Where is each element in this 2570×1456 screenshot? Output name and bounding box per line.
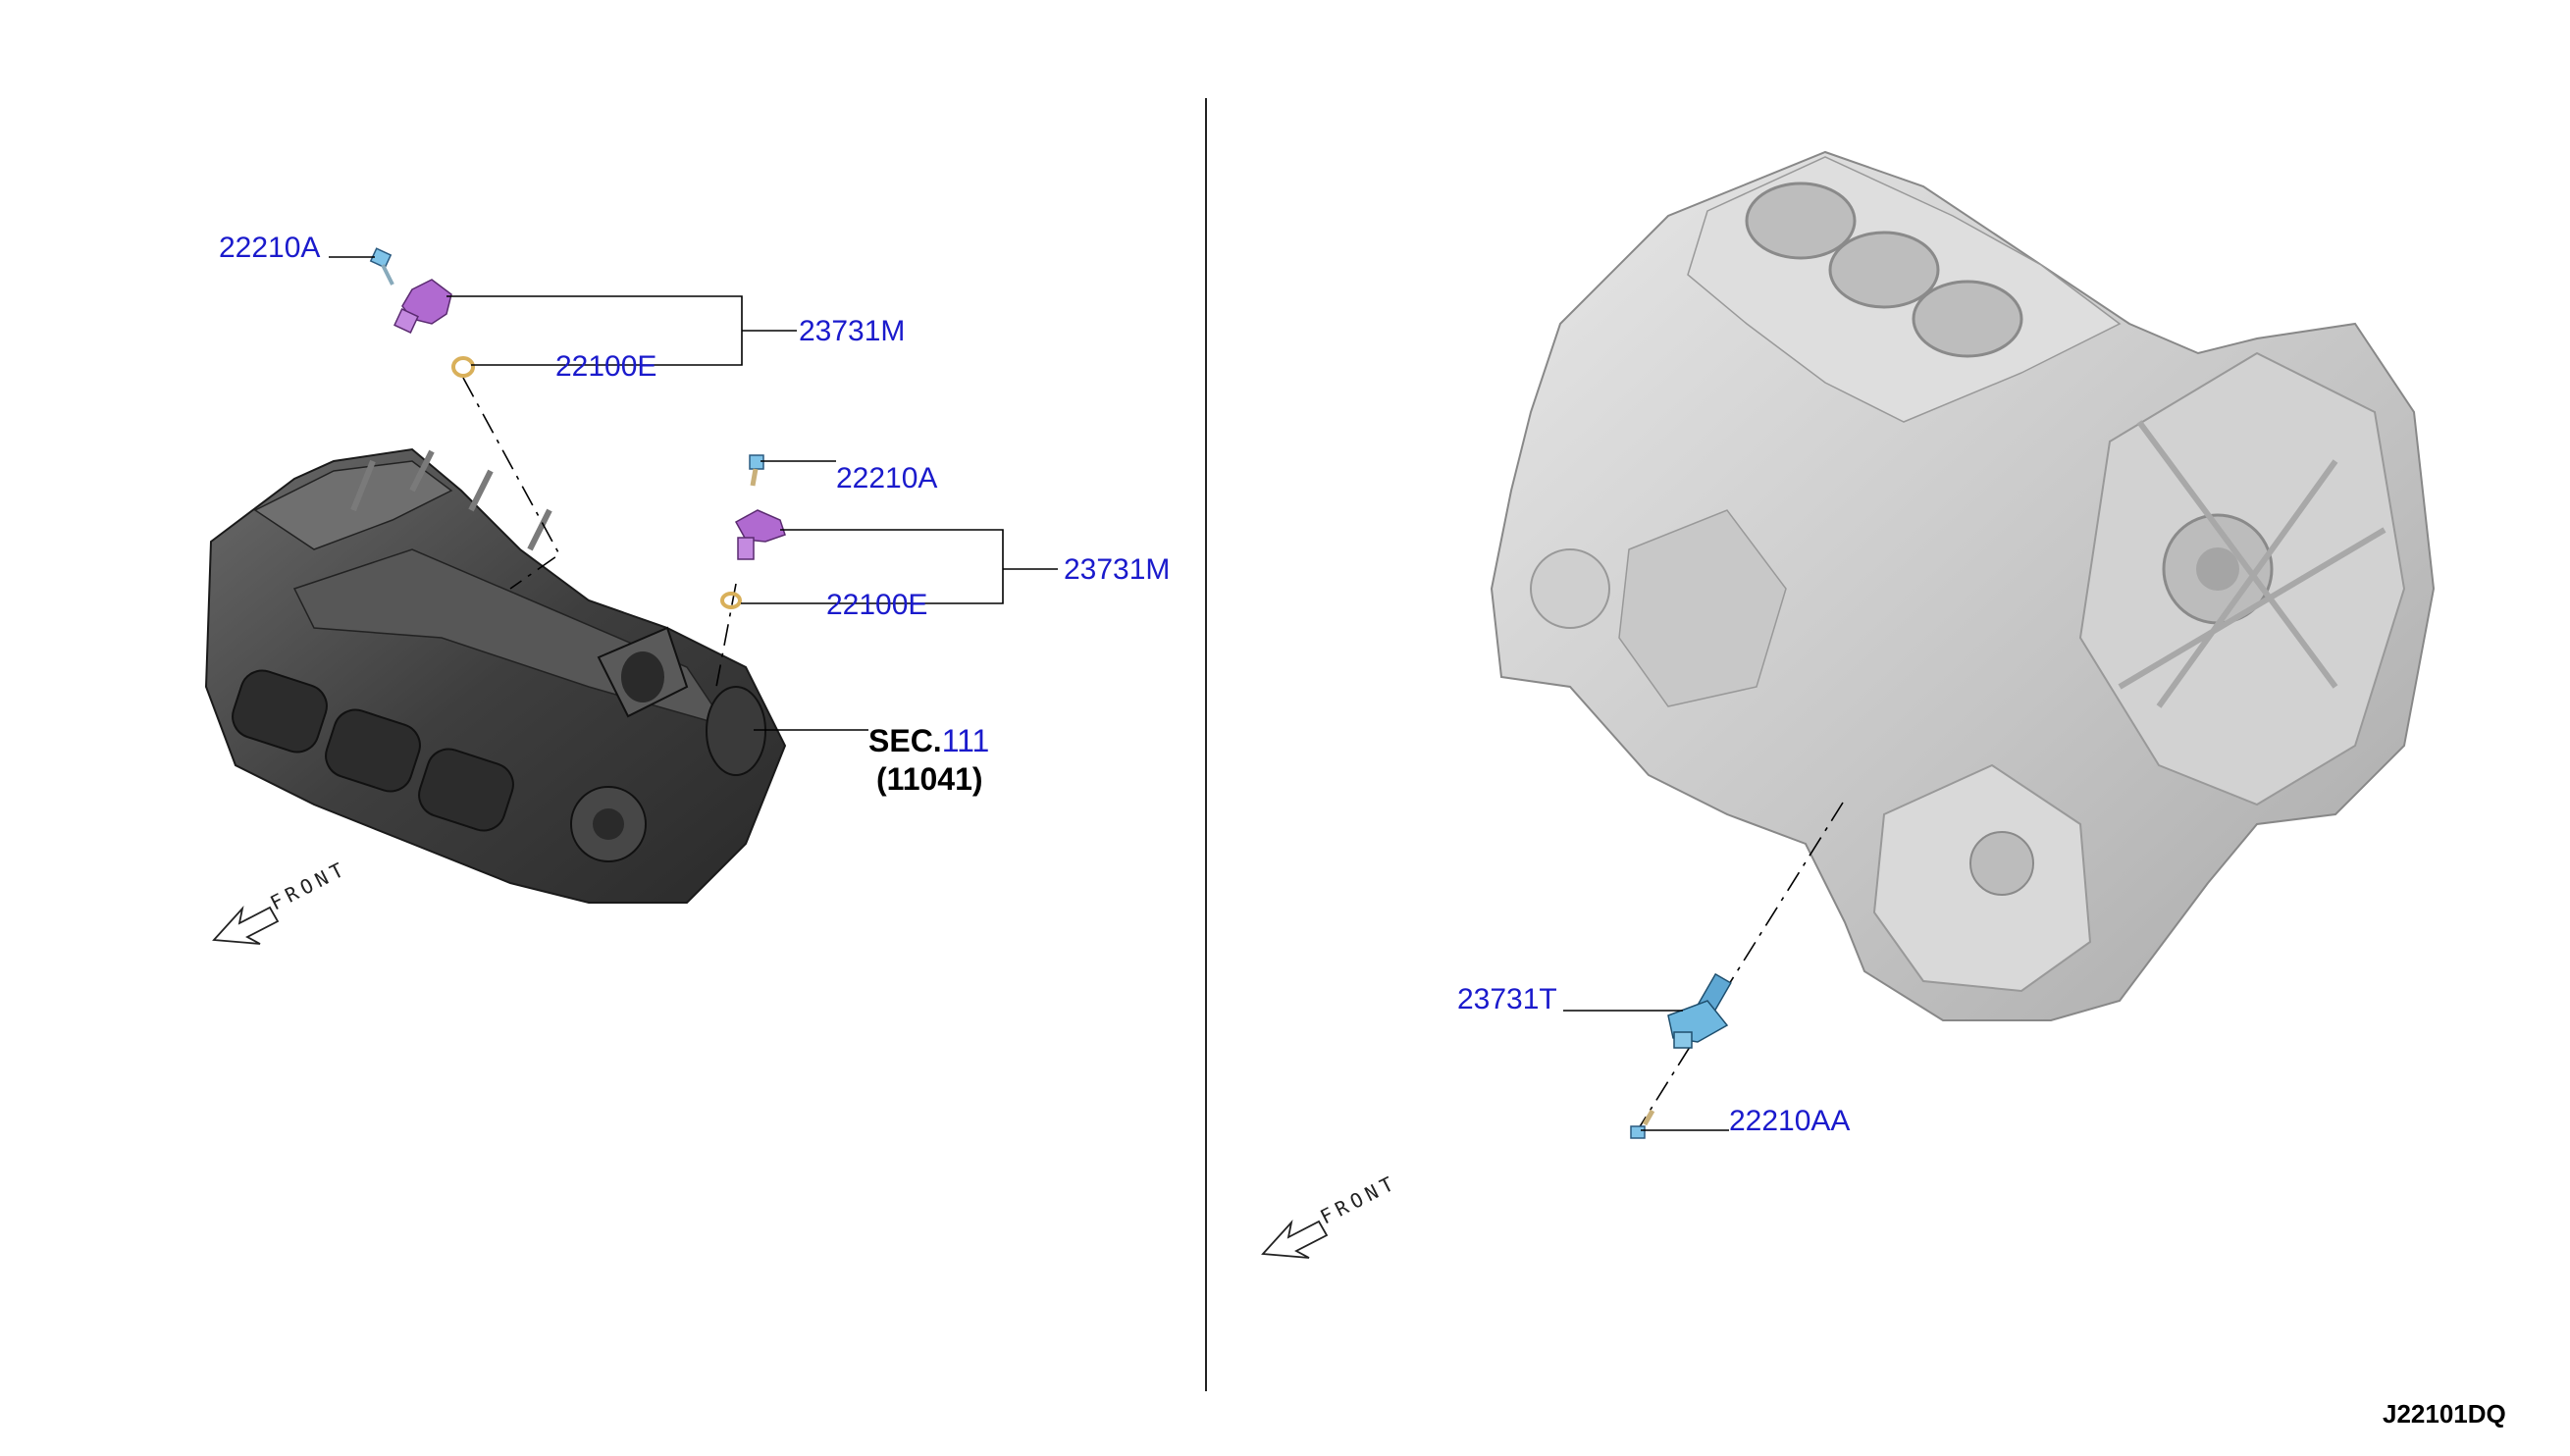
callout-23731t[interactable]: 23731T [1457,983,1557,1015]
left-view: 22210A 23731M 22100E 22210A 23731M 22100… [204,232,1170,945]
callout-22100e-top[interactable]: 22100E [555,350,656,383]
right-view: 23731T 22210AA FRONT [1261,150,2436,1259]
front-label-right: FRONT [1316,1170,1401,1228]
callout-23731m-top[interactable]: 23731M [799,315,905,347]
section-subreference: (11041) [876,761,983,797]
bolt-icon-mid [749,454,764,487]
o-ring-icon-mid [720,592,742,609]
diagram-code: J22101DQ [2383,1399,2506,1429]
cam-sensor-icon-top [393,279,452,334]
cylinder-head-illustration [204,447,787,904]
section-number-link[interactable]: 111 [942,723,990,758]
install-line-crank [1638,802,1844,1129]
engine-block-illustration [1490,150,2436,1021]
leader-sensor-mid-bracket [741,529,1004,604]
callout-23731m-mid[interactable]: 23731M [1064,553,1170,586]
callout-22100e-mid[interactable]: 22100E [826,589,927,621]
section-reference[interactable]: SEC.111 [868,723,989,758]
callout-22210a-mid[interactable]: 22210A [836,462,937,494]
front-arrow-icon-right [1261,1219,1329,1259]
crank-bolt-icon [1630,1109,1655,1139]
o-ring-icon-top [451,356,475,378]
front-arrow-icon-left [212,905,280,945]
bolt-icon-top [369,247,394,286]
front-label-left: FRONT [266,856,351,914]
cam-sensor-icon-mid [734,509,786,560]
callout-22210a-top[interactable]: 22210A [219,232,320,264]
section-prefix: SEC. [868,723,942,758]
callout-22210aa[interactable]: 22210AA [1729,1105,1850,1137]
install-line-mid [715,583,737,688]
